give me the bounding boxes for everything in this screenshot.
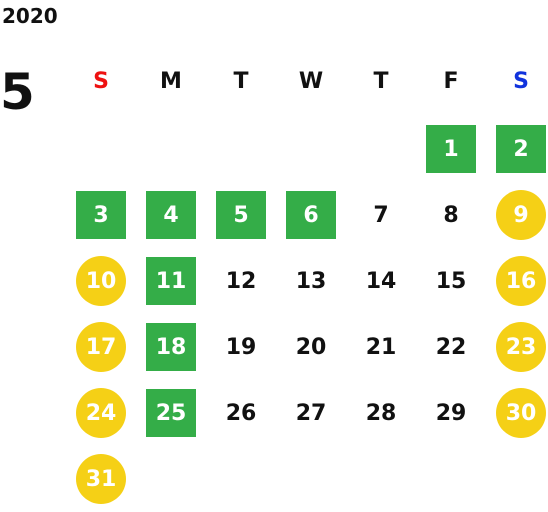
- weekday-header: T: [373, 68, 389, 94]
- day-cell[interactable]: 7: [346, 182, 416, 248]
- day-cell[interactable]: 31: [66, 446, 136, 512]
- day-number: 12: [225, 268, 257, 294]
- day-number: 17: [76, 322, 126, 372]
- day-number: 29: [435, 400, 467, 426]
- day-cell[interactable]: 22: [416, 314, 486, 380]
- day-cell[interactable]: 25: [136, 380, 206, 446]
- day-number: 9: [496, 190, 546, 240]
- day-number: 30: [496, 388, 546, 438]
- month-number: 5: [0, 63, 35, 121]
- weekday-header: S: [513, 68, 529, 94]
- day-number: 15: [435, 268, 467, 294]
- day-number: 18: [146, 323, 196, 371]
- day-cell[interactable]: 28: [346, 380, 416, 446]
- day-cell[interactable]: 24: [66, 380, 136, 446]
- day-number: 4: [146, 191, 196, 239]
- day-cell[interactable]: 12: [206, 248, 276, 314]
- day-cell[interactable]: 5: [206, 182, 276, 248]
- day-cell[interactable]: 9: [486, 182, 548, 248]
- day-cell[interactable]: 10: [66, 248, 136, 314]
- day-cell[interactable]: 17: [66, 314, 136, 380]
- day-number: 2: [496, 125, 546, 173]
- weekday-header: M: [160, 68, 182, 94]
- day-number: 10: [76, 256, 126, 306]
- weekday-header: T: [233, 68, 249, 94]
- day-number: 20: [295, 334, 327, 360]
- day-number: 5: [216, 191, 266, 239]
- weekday-header: S: [93, 68, 109, 94]
- day-cell[interactable]: 13: [276, 248, 346, 314]
- day-cell[interactable]: 14: [346, 248, 416, 314]
- day-cell[interactable]: 3: [66, 182, 136, 248]
- day-cell[interactable]: 29: [416, 380, 486, 446]
- day-number: 28: [365, 400, 397, 426]
- year-label: 2020: [2, 4, 58, 28]
- day-cell[interactable]: 15: [416, 248, 486, 314]
- day-cell[interactable]: 20: [276, 314, 346, 380]
- day-cell[interactable]: 1: [416, 116, 486, 182]
- day-number: 23: [496, 322, 546, 372]
- day-number: 8: [443, 202, 459, 228]
- day-number: 7: [373, 202, 389, 228]
- day-cell[interactable]: 16: [486, 248, 548, 314]
- day-number: 21: [365, 334, 397, 360]
- day-number: 1: [426, 125, 476, 173]
- day-number: 19: [225, 334, 257, 360]
- day-number: 24: [76, 388, 126, 438]
- day-number: 27: [295, 400, 327, 426]
- day-cell[interactable]: 19: [206, 314, 276, 380]
- day-cell[interactable]: 21: [346, 314, 416, 380]
- day-cell[interactable]: 27: [276, 380, 346, 446]
- day-cell[interactable]: 6: [276, 182, 346, 248]
- day-number: 25: [146, 389, 196, 437]
- day-cell[interactable]: 4: [136, 182, 206, 248]
- day-cell[interactable]: 18: [136, 314, 206, 380]
- day-number: 22: [435, 334, 467, 360]
- day-number: 6: [286, 191, 336, 239]
- day-number: 11: [146, 257, 196, 305]
- day-number: 14: [365, 268, 397, 294]
- day-number: 3: [76, 191, 126, 239]
- day-number: 13: [295, 268, 327, 294]
- day-cell[interactable]: 8: [416, 182, 486, 248]
- day-number: 26: [225, 400, 257, 426]
- weekday-header: F: [443, 68, 459, 94]
- day-cell[interactable]: 26: [206, 380, 276, 446]
- day-cell[interactable]: 2: [486, 116, 548, 182]
- day-number: 16: [496, 256, 546, 306]
- day-cell[interactable]: 30: [486, 380, 548, 446]
- weekday-header: W: [298, 68, 324, 94]
- day-cell[interactable]: 11: [136, 248, 206, 314]
- day-cell[interactable]: 23: [486, 314, 548, 380]
- day-number: 31: [76, 454, 126, 504]
